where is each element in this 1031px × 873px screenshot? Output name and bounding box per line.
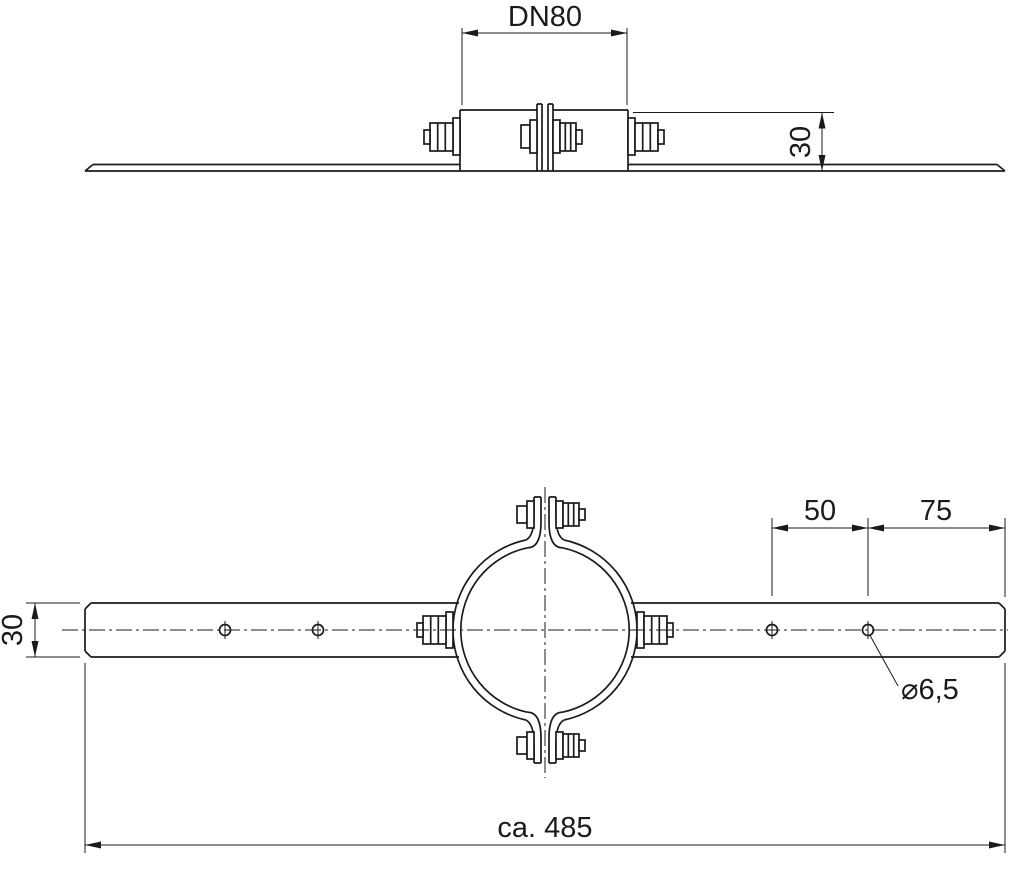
arrowhead xyxy=(462,29,478,37)
bottom-flange-bolt xyxy=(516,731,586,760)
arrowhead xyxy=(818,112,826,129)
arrowhead xyxy=(611,29,627,37)
dim-label-75: 75 xyxy=(920,495,952,527)
strap-edge xyxy=(84,163,1006,172)
dim-hole-diameter: ⌀6,5 xyxy=(869,634,959,706)
arrowhead xyxy=(989,524,1005,532)
dim-strap-width: 30 xyxy=(0,602,80,658)
arrowhead xyxy=(31,641,39,657)
dim-label-clamp-height: 30 xyxy=(785,126,817,158)
top-flange xyxy=(525,496,565,549)
right-bolt-side xyxy=(627,117,665,156)
dim-nominal-diameter: DN80 xyxy=(461,1,628,105)
bottom-flange xyxy=(525,711,565,764)
plan-view: 50 75 30 ⌀6,5 ca. 485 xyxy=(0,487,1008,853)
arrowhead xyxy=(818,155,826,171)
dim-label-hole-diameter: ⌀6,5 xyxy=(901,674,959,706)
left-bolt-side xyxy=(423,117,461,156)
arrowhead xyxy=(852,524,868,532)
centerlines xyxy=(62,487,1008,778)
dim-label-strap-width: 30 xyxy=(0,614,29,646)
top-flange-bolt xyxy=(516,500,586,529)
dim-label-dn80: DN80 xyxy=(508,1,582,33)
dim-overall-length: ca. 485 xyxy=(84,663,1006,853)
center-bolt-side xyxy=(520,119,583,154)
dim-clamp-height: 30 xyxy=(633,112,834,171)
side-view: DN80 30 xyxy=(84,1,1006,172)
dim-hole-spacing: 50 75 xyxy=(771,495,1006,597)
arrowhead xyxy=(772,524,788,532)
dim-label-50: 50 xyxy=(804,495,836,527)
arrowhead xyxy=(868,524,884,532)
clamp-band-side xyxy=(459,103,629,171)
dim-label-overall-length: ca. 485 xyxy=(497,812,592,844)
arrowhead xyxy=(85,841,101,849)
arrowhead xyxy=(989,841,1005,849)
arrowhead xyxy=(31,603,39,619)
